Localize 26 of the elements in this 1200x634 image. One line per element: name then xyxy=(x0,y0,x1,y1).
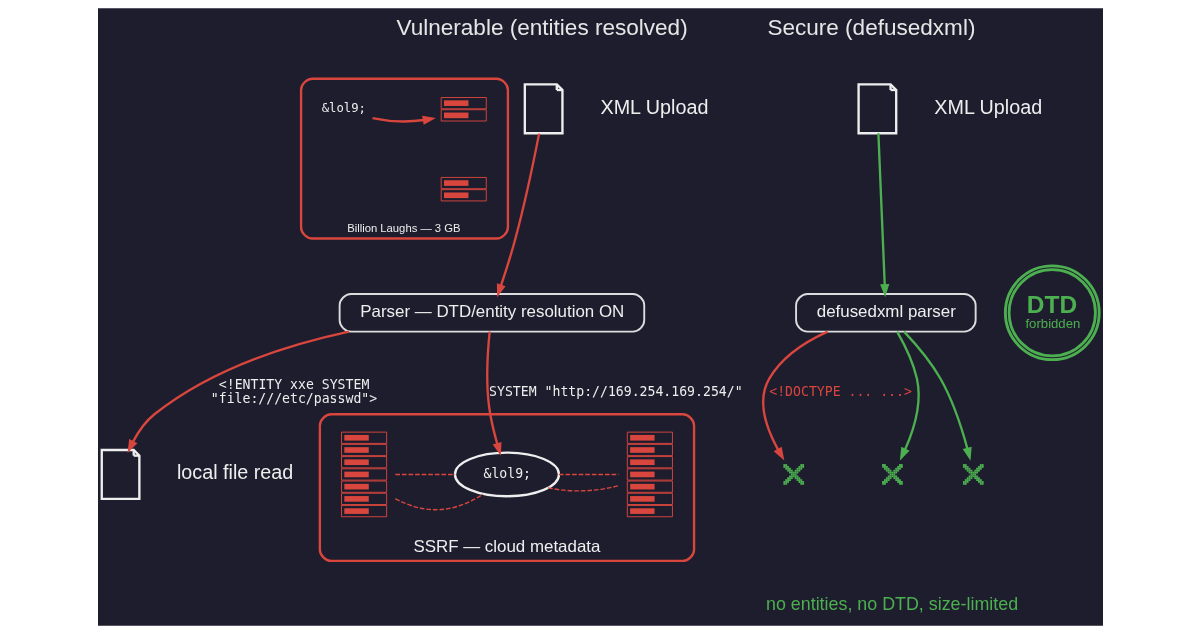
label: Secure (defusedxml) xyxy=(766,14,975,40)
edge-label: <!ENTITY xxe SYSTEM "file:///etc/passwd"> xyxy=(210,377,377,407)
connector xyxy=(546,484,620,492)
node-label: XML Upload xyxy=(600,95,708,118)
node-circle: DTD forbidden xyxy=(1003,264,1101,362)
arrow xyxy=(496,133,540,298)
node-ellipse: &lol9; xyxy=(453,451,560,498)
node-label: XML Upload xyxy=(933,95,1042,118)
arrow xyxy=(902,330,972,461)
edge-label: <!DOCTYPE ... ...> xyxy=(768,384,912,400)
arrow xyxy=(371,115,436,125)
arrow xyxy=(485,331,501,456)
edge-label: SYSTEM "http://169.254.169.254/" xyxy=(488,384,743,400)
connector xyxy=(394,493,484,511)
node-box: Parser — DTD/entity resolution ON xyxy=(338,293,645,333)
label: no entities, no DTD, size-limited xyxy=(765,593,1018,614)
node-box: defusedxml parser xyxy=(794,293,977,333)
label: Vulnerable (entities resolved) xyxy=(396,14,688,40)
arrow xyxy=(761,330,828,461)
arrow xyxy=(876,133,889,298)
connector xyxy=(557,473,619,476)
node-label: local file read xyxy=(176,461,293,484)
connector xyxy=(394,473,456,476)
node-text: &lol9; xyxy=(321,100,366,115)
arrow xyxy=(895,331,920,461)
arrow xyxy=(127,330,349,453)
